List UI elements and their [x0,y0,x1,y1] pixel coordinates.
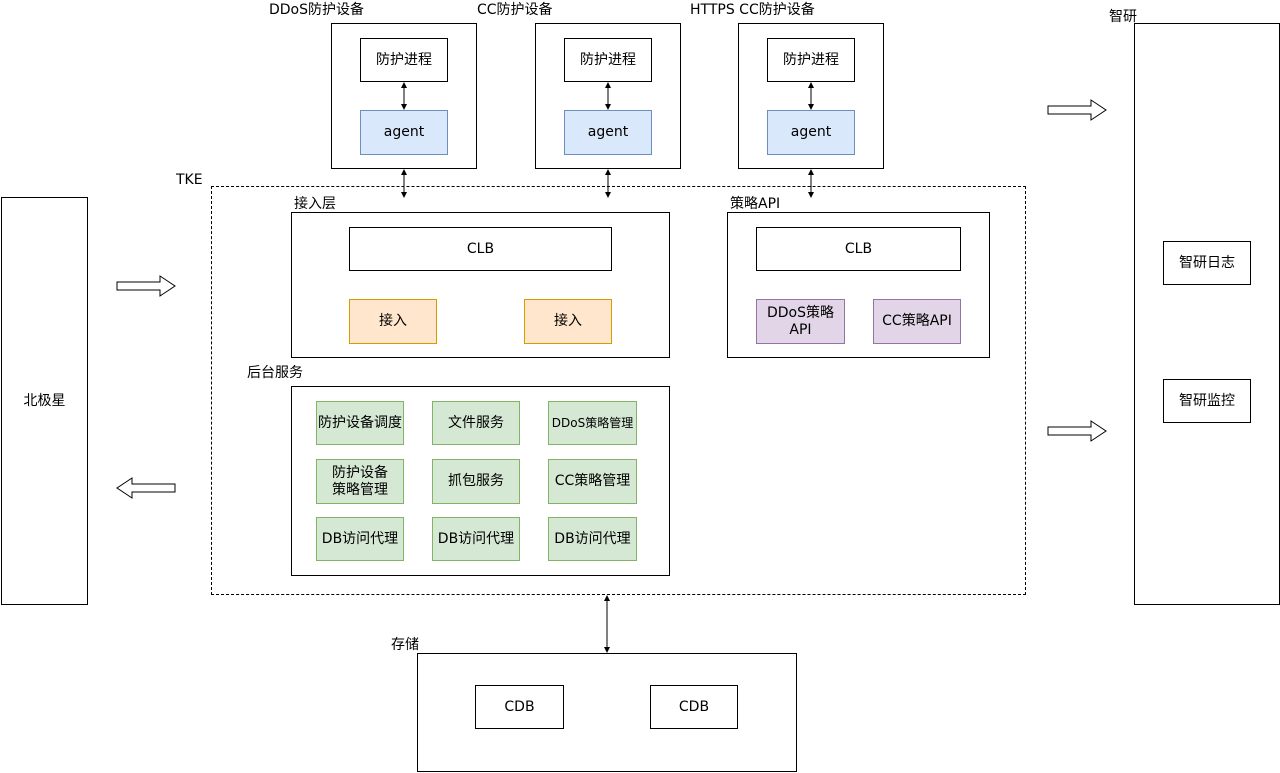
https-cc-protect-process: 防护进程 [767,38,855,82]
ddos-policy-api: DDoS策略 API [756,299,845,344]
svc-db-proxy-3: DB访问代理 [548,517,637,561]
svc-device-scheduling: 防护设备调度 [316,401,404,445]
access-node-2: 接入 [524,299,612,344]
policy-clb: CLB [756,227,961,271]
svc-db-proxy-2: DB访问代理 [432,517,520,561]
cdb-1: CDB [475,685,564,729]
tke-label: TKE [176,172,203,188]
cc-protect-process: 防护进程 [564,38,652,82]
access-clb: CLB [349,227,612,271]
cc-policy-api: CC策略API [873,299,961,344]
zhiyan-monitor: 智研监控 [1163,379,1251,423]
storage-label: 存储 [391,637,419,653]
polaris-box: 北极星 [1,197,88,605]
cc-device-title: CC防护设备 [477,2,553,18]
polaris-to-tke-arrow [116,275,176,297]
cdb-2: CDB [650,685,738,729]
svc-capture-service: 抓包服务 [432,459,520,504]
to-zhiyan-arrow-bottom [1047,420,1107,442]
svc-db-proxy-1: DB访问代理 [316,517,404,561]
backend-label: 后台服务 [247,365,303,381]
svc-ddos-policy-mgmt: DDoS策略管理 [548,401,637,445]
svc-cc-policy-mgmt: CC策略管理 [548,459,637,504]
tke-container [211,186,1026,595]
tke-to-polaris-arrow [116,477,176,499]
zhiyan-label: 智研 [1109,9,1137,25]
cc-agent: agent [564,110,652,155]
ddos-device-title: DDoS防护设备 [269,2,365,18]
https-cc-agent: agent [767,110,855,155]
zhiyan-log: 智研日志 [1163,241,1251,285]
zhiyan-box [1134,23,1280,605]
ddos-protect-process: 防护进程 [360,38,448,82]
to-zhiyan-arrow-top [1047,99,1107,121]
https-cc-device-title: HTTPS CC防护设备 [690,2,815,18]
policy-api-label: 策略API [730,196,781,212]
access-layer-label: 接入层 [294,196,336,212]
access-node-1: 接入 [349,299,437,344]
svc-file-service: 文件服务 [432,401,520,445]
storage-box [417,653,797,772]
ddos-agent: agent [360,110,448,155]
svc-device-policy-mgmt: 防护设备 策略管理 [316,459,404,504]
